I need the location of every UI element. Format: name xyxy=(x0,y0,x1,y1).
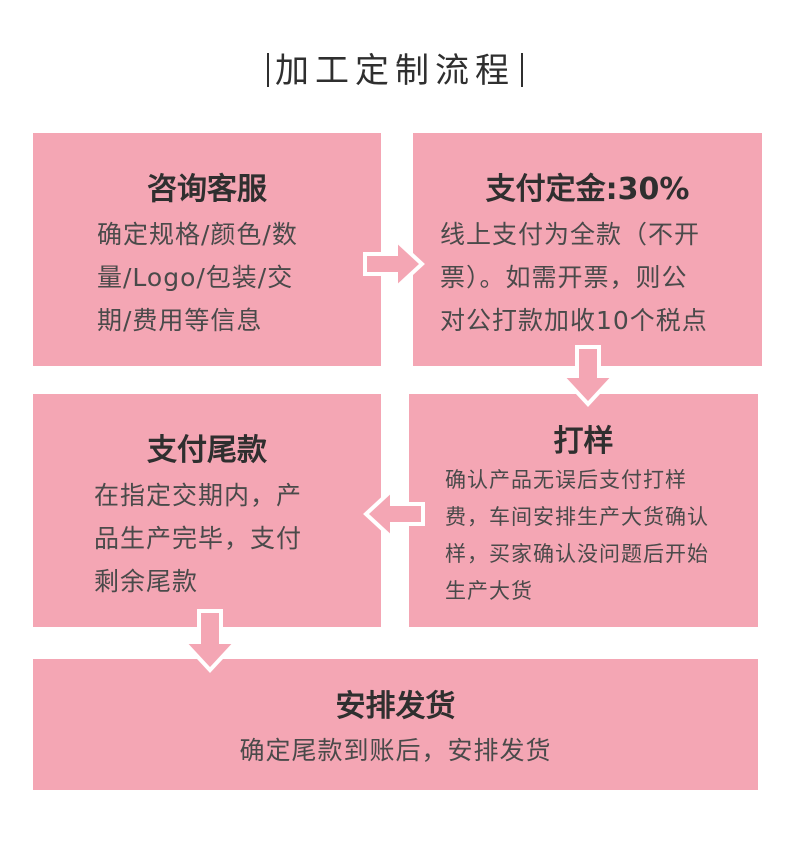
step-box-consult: 咨询客服 确定规格/颜色/数 量/Logo/包装/交 期/费用等信息 xyxy=(33,133,381,366)
step-line: 期/费用等信息 xyxy=(97,306,263,335)
step-line: 线上支付为全款（不开 xyxy=(440,220,701,249)
step-box-deposit: 支付定金:30% 线上支付为全款（不开 票）。如需开票，则公 对公打款加收10个… xyxy=(413,133,762,366)
arrow-down-icon xyxy=(180,609,240,673)
step-line: 费，车间安排生产大货确认 xyxy=(445,505,709,529)
step-line: 票）。如需开票，则公 xyxy=(440,263,688,292)
arrow-left-icon xyxy=(363,486,425,542)
step-heading: 打样 xyxy=(553,424,614,459)
step-description: 确认产品无误后支付打样 费，车间安排生产大货确认 样，买家确认没问题后开始 生产… xyxy=(445,462,709,610)
step-line: 确认产品无误后支付打样 xyxy=(445,468,687,492)
title-bar-right xyxy=(521,52,523,87)
step-heading: 支付尾款 xyxy=(147,433,267,468)
step-box-shipping: 安排发货 确定尾款到账后，安排发货 xyxy=(33,659,758,790)
step-description: 在指定交期内，产 品生产完毕，支付 剩余尾款 xyxy=(94,474,302,603)
step-line: 品生产完毕，支付 xyxy=(94,524,303,553)
page-title: 加工定制流程 xyxy=(0,46,790,96)
step-heading: 安排发货 xyxy=(335,689,456,724)
step-line: 量/Logo/包装/交 xyxy=(97,263,294,292)
step-heading: 咨询客服 xyxy=(147,172,267,207)
step-line: 样，买家确认没问题后开始 xyxy=(445,542,709,566)
arrow-right-icon xyxy=(363,236,425,292)
step-line: 对公打款加收10个税点 xyxy=(440,306,708,335)
step-box-sample: 打样 确认产品无误后支付打样 费，车间安排生产大货确认 样，买家确认没问题后开始… xyxy=(409,394,758,627)
step-line: 剩余尾款 xyxy=(94,567,199,596)
step-description: 确定尾款到账后，安排发货 xyxy=(33,729,758,772)
title-bar-left xyxy=(267,52,269,87)
arrow-down-icon xyxy=(558,345,618,407)
step-line: 确定尾款到账后，安排发货 xyxy=(239,736,552,765)
step-description: 确定规格/颜色/数 量/Logo/包装/交 期/费用等信息 xyxy=(97,213,298,342)
step-line: 在指定交期内，产 xyxy=(94,481,303,510)
step-line: 确定规格/颜色/数 xyxy=(97,220,298,249)
step-description: 线上支付为全款（不开 票）。如需开票，则公 对公打款加收10个税点 xyxy=(440,213,708,342)
step-heading: 支付定金:30% xyxy=(485,172,690,207)
step-box-final-payment: 支付尾款 在指定交期内，产 品生产完毕，支付 剩余尾款 xyxy=(33,394,381,627)
title-text: 加工定制流程 xyxy=(275,51,515,91)
step-line: 生产大货 xyxy=(445,579,533,603)
